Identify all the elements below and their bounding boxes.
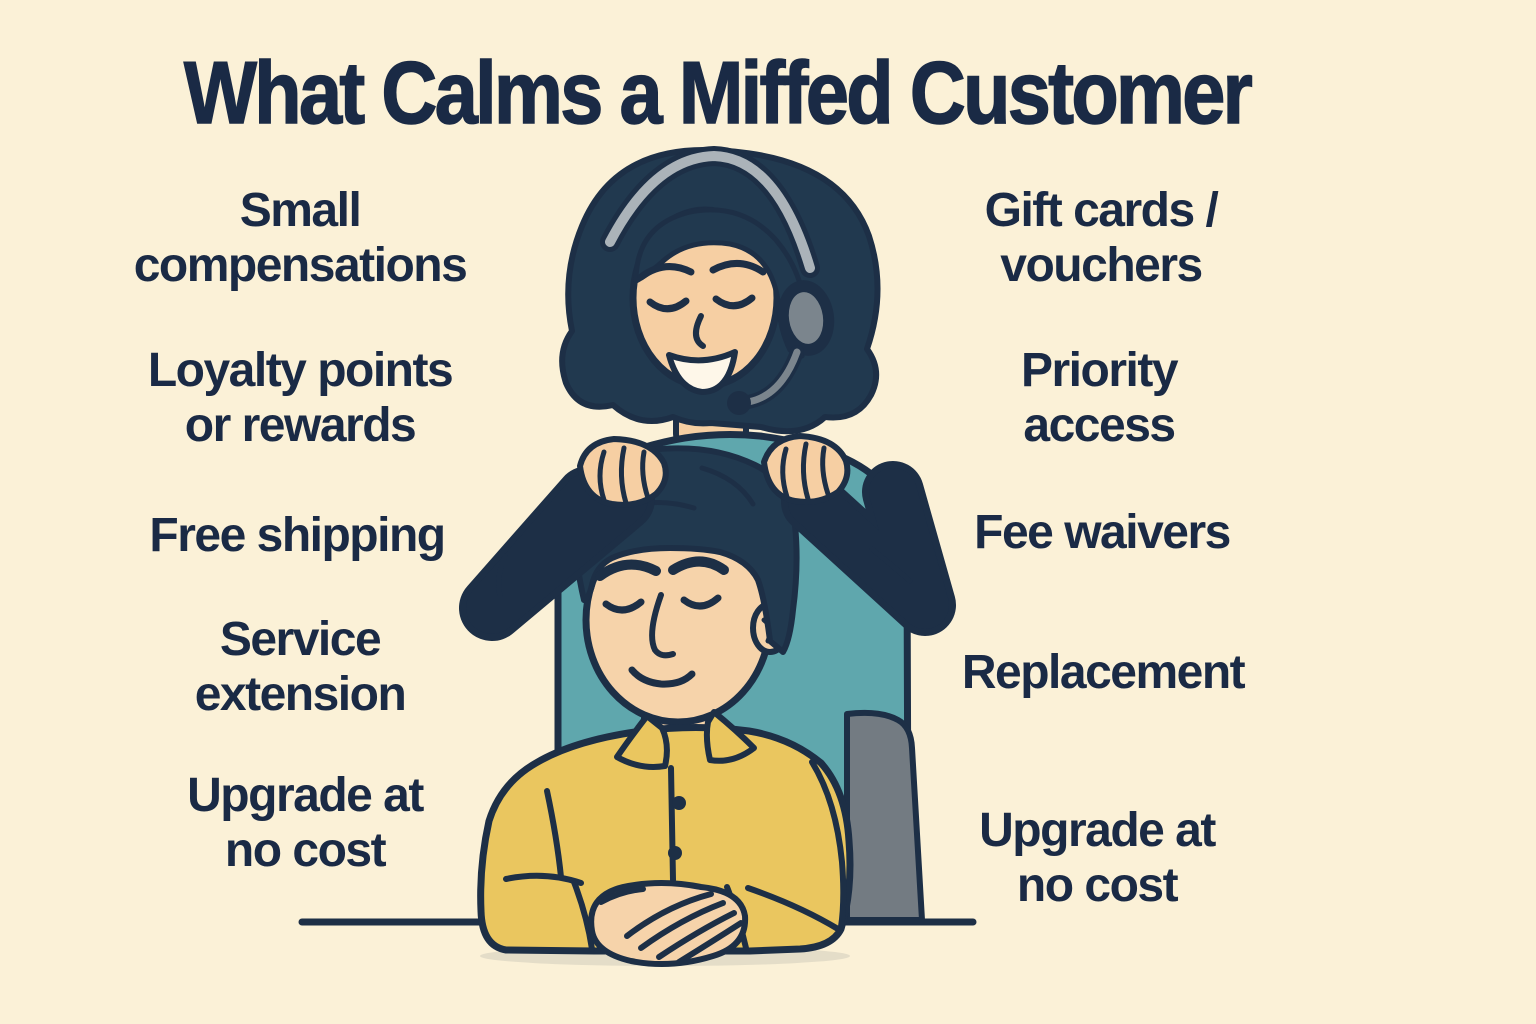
customer-left-forearm-line xyxy=(503,872,584,886)
earcup-inner xyxy=(788,292,824,344)
list-item-line: vouchers xyxy=(1000,239,1203,292)
list-item-replacement: Replacement xyxy=(961,645,1246,700)
customer-left-eye-closed xyxy=(602,598,645,614)
list-item-line: Service xyxy=(219,613,382,666)
customer-right-forearm-line xyxy=(745,885,841,932)
list-item-line: Gift cards / xyxy=(984,184,1219,237)
customer-finger-line xyxy=(624,891,714,939)
customer-shirt-button-2 xyxy=(668,846,682,860)
list-item-line: or rewards xyxy=(184,399,417,452)
agent-mic-boom xyxy=(744,348,801,406)
list-item-line: Upgrade at xyxy=(979,804,1216,857)
agent-left-elbow-seam xyxy=(496,553,508,599)
list-item-line: Replacement xyxy=(961,646,1246,699)
agent-mic-tip xyxy=(727,391,751,415)
office-chair-back xyxy=(844,709,925,923)
agent-right-hand-finger-2 xyxy=(800,441,811,502)
customer-left-cuff xyxy=(571,879,595,952)
agent-right-elbow-seam xyxy=(869,546,913,584)
customer-left-sleeve-crease xyxy=(544,788,564,880)
customer-finger-line-5 xyxy=(598,886,646,905)
agent-right-hand-finger-3 xyxy=(820,445,831,497)
list-item-gift-cards-vouchers: Gift cards /vouchers xyxy=(984,183,1219,293)
list-item-line: Free shipping xyxy=(149,509,446,562)
agent-left-hand-finger-2 xyxy=(618,445,629,506)
agent-right-hand-finger xyxy=(780,446,790,500)
list-item-free-shipping: Free shipping xyxy=(149,508,446,563)
agent-left-eyebrow xyxy=(637,263,695,281)
list-item-line: no cost xyxy=(224,824,387,877)
customer-finger-line-2 xyxy=(638,900,726,951)
customer-hair-strand-2 xyxy=(699,465,756,507)
list-item-line: compensations xyxy=(133,239,468,292)
agent-headset-earcup xyxy=(777,280,835,356)
customer-shirt xyxy=(477,724,854,955)
customer-left-eyebrow xyxy=(595,559,661,581)
page-title: What Calms a Miffed Customer xyxy=(183,42,1253,143)
list-item-line: Fee waivers xyxy=(974,506,1231,559)
agent-left-hand-finger-3 xyxy=(640,449,651,501)
list-item-line: extension xyxy=(194,668,407,721)
list-item-fee-waivers: Fee waivers xyxy=(974,505,1231,560)
customer-finger-line-3 xyxy=(656,910,737,960)
agent-left-arm xyxy=(466,473,648,634)
agent-right-eye-closed xyxy=(712,294,756,310)
customer-collar-left xyxy=(614,713,670,770)
agent-headset-band xyxy=(605,151,815,273)
customer-collar-right xyxy=(703,709,757,764)
customer-right-sleeve-crease xyxy=(809,759,847,930)
customer-shirt-placket xyxy=(668,765,676,883)
list-item-line: Upgrade at xyxy=(187,769,424,822)
customer-right-eye-closed xyxy=(680,594,722,610)
agent-nose xyxy=(693,313,706,349)
customer-sad-mouth xyxy=(628,666,696,688)
list-item-line: no cost xyxy=(1016,859,1179,912)
agent-right-eyebrow xyxy=(709,260,767,276)
list-item-line: access xyxy=(1023,399,1176,452)
list-item-line: Loyalty points xyxy=(147,344,454,397)
agent-left-hand-finger xyxy=(597,449,607,503)
agent-right-arm xyxy=(788,468,949,629)
agent-left-eye-closed xyxy=(646,297,690,313)
customer-right-eyebrow xyxy=(668,556,729,575)
list-item-line: Priority xyxy=(1020,344,1179,397)
agent-smiling-mouth xyxy=(666,349,738,395)
customer-finger-line-4 xyxy=(676,920,744,965)
customer-shirt-button xyxy=(672,796,686,810)
customer-nose xyxy=(649,592,676,659)
list-item-line: Small xyxy=(239,184,362,237)
